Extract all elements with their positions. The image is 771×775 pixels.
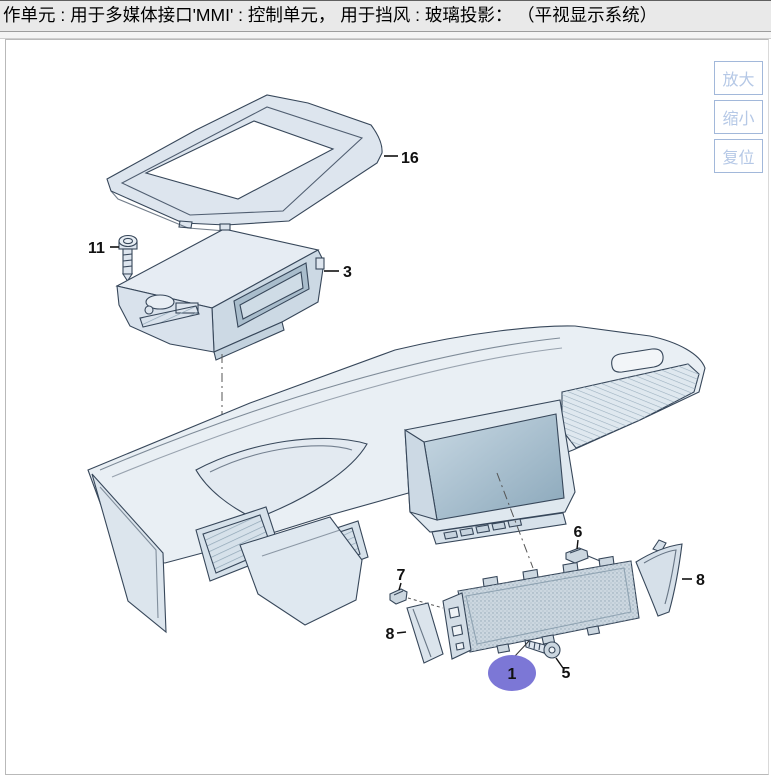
hud-window: [239, 271, 304, 320]
unit-texture: [458, 561, 639, 652]
display-alignment-line: [496, 472, 534, 569]
lip-button-5: [507, 518, 523, 528]
clip-7-leader: [407, 597, 444, 609]
zoom-in-button[interactable]: 放大: [714, 61, 763, 95]
part-8-left-trim[interactable]: [406, 602, 444, 664]
bracket-hole-3: [455, 641, 465, 651]
callouts: 16 11 3 6 7 8 8 5 1: [88, 150, 705, 683]
unit-tab-bottom-1: [496, 643, 511, 654]
lower-center-line: [261, 529, 341, 557]
part-1-highlight[interactable]: [488, 655, 536, 691]
hud-top-bump: [219, 223, 231, 231]
part-8-right-trim[interactable]: [635, 539, 683, 617]
dash-contour-2: [111, 347, 563, 478]
dash-contour-1: [99, 337, 561, 471]
reset-button[interactable]: 复位: [714, 139, 763, 173]
callout-6-leader: [576, 539, 579, 550]
lip-button-2: [459, 527, 475, 537]
callout-1[interactable]: 1: [508, 666, 517, 683]
hud-top-bump2: [315, 257, 325, 270]
cluster-hood-line: [209, 445, 353, 473]
dash-sensor-cutout: [611, 348, 664, 373]
lower-center-stack: [239, 516, 363, 626]
part-5-screw[interactable]: [524, 639, 561, 659]
bracket-hole-2: [451, 624, 464, 637]
callout-3[interactable]: 3: [343, 264, 352, 281]
lip-button-1: [443, 530, 459, 540]
hud-knob-detail: [144, 305, 154, 315]
callout-8-left-leader: [396, 631, 407, 634]
callout-8-right[interactable]: 8: [696, 572, 705, 589]
lip-button-4: [491, 521, 507, 531]
left-side-line: [99, 486, 159, 619]
left-side-panel: [91, 473, 167, 634]
callout-8-left[interactable]: 8: [386, 626, 395, 643]
callout-6[interactable]: 6: [574, 524, 583, 541]
page-title: 作单元 : 用于多媒体接口'MMI' : 控制单元， 用于挡风 : 玻璃投影： …: [3, 5, 658, 25]
callout-5-leader: [555, 657, 564, 669]
callout-16[interactable]: 16: [401, 150, 419, 167]
bezel-opening: [144, 120, 335, 200]
clip-6-leader: [587, 555, 601, 562]
hud-fan-detail: [145, 294, 175, 310]
part-6-clip[interactable]: [565, 547, 601, 564]
bezel-rim-line: [120, 106, 364, 216]
zoom-out-button[interactable]: 缩小: [714, 100, 763, 134]
hud-vent-strip: [139, 305, 200, 328]
title-bar: 作单元 : 用于多媒体接口'MMI' : 控制单元， 用于挡风 : 玻璃投影： …: [0, 0, 771, 32]
callout-7[interactable]: 7: [397, 567, 406, 584]
unit-tab-bottom-3: [586, 625, 601, 636]
title-separator: [0, 32, 771, 39]
part-11-screw[interactable]: [118, 234, 138, 283]
highlight-leader: [514, 640, 530, 657]
display-side-wall: [404, 428, 438, 521]
lip-button-3: [475, 524, 491, 534]
part-1-display-unit[interactable]: [442, 555, 640, 660]
cluster-hood: [195, 437, 368, 520]
part-16-display-bezel[interactable]: [106, 94, 383, 232]
defroster-hatch: [562, 364, 699, 448]
callout-7-leader: [398, 582, 402, 591]
hud-bottom-lip: [213, 321, 285, 361]
dashboard-illustration: [87, 325, 706, 634]
bracket-hole-1: [448, 606, 461, 619]
callout-11[interactable]: 11: [88, 240, 105, 257]
callout-5[interactable]: 5: [562, 665, 571, 682]
unit-inner-frame: [465, 567, 632, 645]
part-3-hud-control-unit[interactable]: [115, 223, 325, 361]
part-7-clip[interactable]: [389, 588, 408, 605]
